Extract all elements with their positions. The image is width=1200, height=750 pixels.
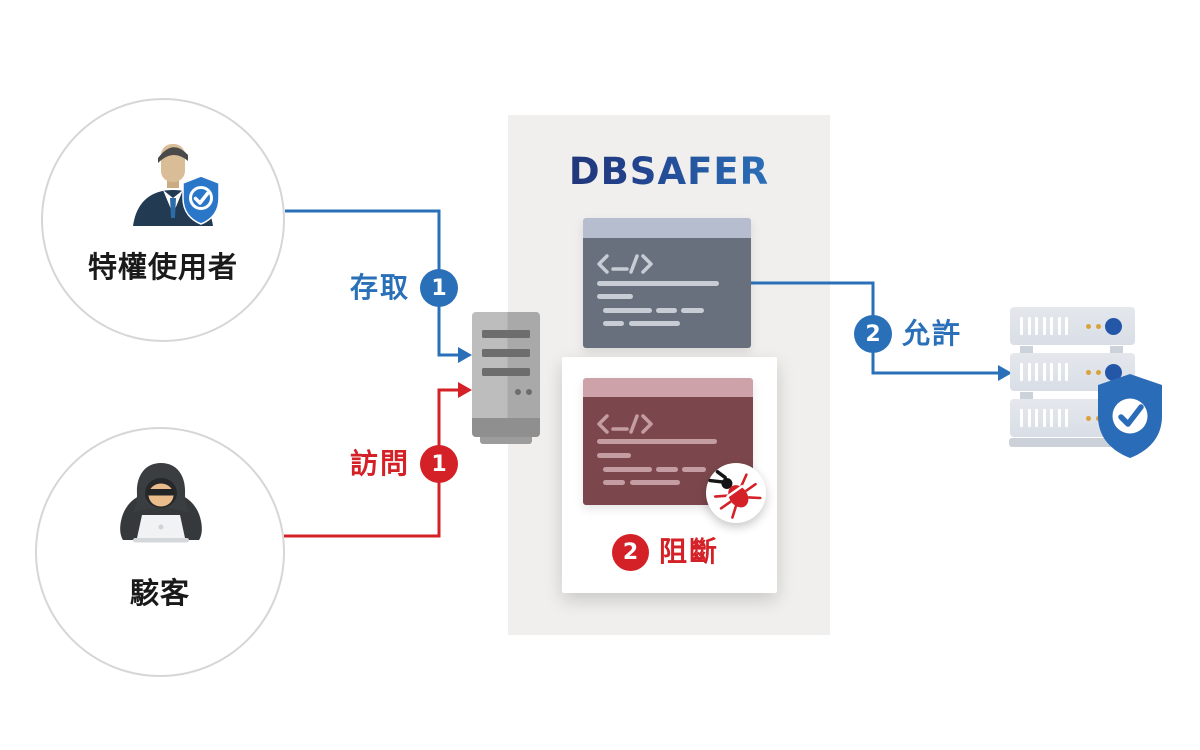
flow-visit: 訪問 1 [350,445,458,483]
tower-vent [482,349,530,357]
tower-bottom-band [472,418,540,437]
flow-access: 存取 1 [350,269,458,307]
code-line [597,439,717,444]
privileged-user-label: 特權使用者 [87,250,238,284]
tower-dot [515,389,521,395]
flow-visit-label: 訪問 [349,447,410,480]
hooded-hacker-laptop-icon [120,463,202,543]
flow-allow: 2 允許 [854,315,962,353]
code-line [629,321,680,326]
wire-allow-arrowhead [998,365,1012,381]
code-line [656,467,678,472]
code-line [597,281,719,286]
rack-tab [1020,392,1033,399]
allowed-window-titlebar [583,218,751,238]
led-orange [1096,369,1101,375]
shield-check-badge-icon [182,175,220,225]
rack-tab [1020,346,1033,353]
code-line [681,308,704,313]
malware-badge [706,463,766,523]
rack-tab [1110,346,1123,353]
tower-vent [482,330,530,338]
rack-base [1009,438,1136,447]
flow-access-label: 存取 [349,271,410,304]
code-line [603,467,652,472]
code-line [603,308,652,313]
led-orange [1086,369,1091,375]
server-unit [1010,307,1135,345]
code-line [682,467,706,472]
blocked-session-card: 2 阻斷 [562,357,777,593]
code-tag-icon [597,414,653,434]
database-server-stack-icon [1009,307,1136,449]
businessman-shield-check-icon [133,144,220,226]
code-line [597,453,631,458]
blocked-window-titlebar [583,378,753,397]
code-line [597,294,633,299]
gateway-server-icon [472,312,540,437]
code-line [656,308,677,313]
tower-vent [482,368,530,376]
mask [148,489,174,496]
led-orange [1096,323,1101,329]
led-orange [1086,323,1091,329]
flow-allow-step-badge: 2 [854,315,892,353]
wire-access-arrowhead [458,347,472,363]
allowed-window-body [583,238,751,348]
flow-block-label: 阻斷 [659,535,720,568]
bug-icon [708,470,762,519]
hair [158,147,188,163]
code-line [603,321,624,326]
led-blue [1105,317,1122,335]
code-tag-icon [597,254,653,274]
led-blue [1105,363,1122,381]
laptop-logo [158,524,164,530]
tower-base [480,437,532,444]
flow-access-step-badge: 1 [420,269,458,307]
flow-allow-label: 允許 [902,317,963,350]
hacker-label: 駭客 [129,576,190,610]
tower-dot [526,389,532,395]
laptop-base [133,538,189,543]
flow-visit-step-badge: 1 [420,445,458,483]
code-line [603,480,625,485]
allowed-session-window [583,218,751,348]
hacker-node: 駭客 [35,427,285,677]
flow-block-step-badge: 2 [612,533,649,571]
wire-visit-arrowhead [458,382,472,398]
shield-check-icon [1098,374,1162,458]
tie [170,198,176,218]
dbsafer-logo: DBSAFER [508,150,830,193]
flow-block: 2 阻斷 [612,533,719,571]
code-line [630,480,680,485]
led-orange [1086,415,1091,421]
privileged-user-node: 特權使用者 [41,98,285,342]
